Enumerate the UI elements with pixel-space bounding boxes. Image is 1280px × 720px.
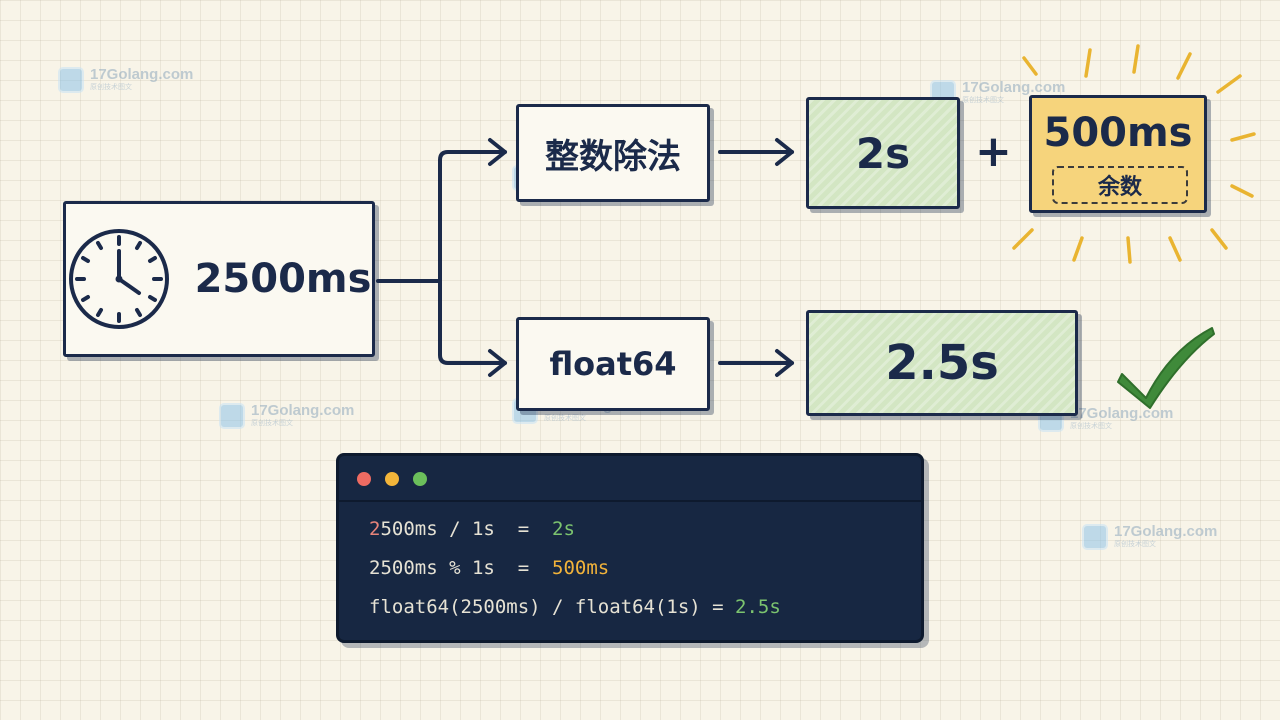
close-dot-icon [357, 472, 371, 486]
arrow-icon [775, 349, 794, 377]
code-line-3: float64(2500ms) / float64(1s) = 2.5s [369, 596, 781, 618]
checkmark-icon [1117, 327, 1215, 409]
remainder-result-box: 500ms 余数 [1029, 95, 1207, 213]
watermark-site: 17Golang.com [90, 66, 194, 83]
watermark-tag: 原创技术图文 [251, 419, 293, 427]
watermark-1: 17Golang.com 原创技术图文 [58, 67, 193, 93]
float64-label: float64 [549, 345, 677, 383]
float64-box: float64 [516, 317, 710, 411]
seconds-result-box: 2s [806, 97, 960, 209]
minimize-dot-icon [385, 472, 399, 486]
maximize-dot-icon [413, 472, 427, 486]
integer-division-box: 整数除法 [516, 104, 710, 202]
arrow-icon [775, 138, 794, 166]
code-line-2-expr: 2500ms % 1s = [369, 557, 553, 579]
branch-down-line [438, 279, 507, 365]
clock-icon [68, 229, 169, 329]
watermark-site: 17Golang.com [1114, 523, 1218, 540]
watermark-site: 17Golang.com [251, 402, 355, 419]
float-result-box: 2.5s [806, 310, 1078, 416]
watermark-logo-icon [1082, 524, 1108, 550]
arrow-icon [488, 138, 507, 166]
code-line-2-result: 500ms [552, 557, 610, 579]
watermark-site: 17Golang.com [1070, 405, 1174, 422]
source-duration-box: 2500ms [63, 201, 375, 357]
code-line-1-result: 2s [552, 518, 575, 540]
code-line-1-expr: 500ms / 1s = [380, 518, 553, 540]
code-line-3-expr: float64(2500ms) / float64(1s) = [369, 596, 736, 618]
watermark-3: 17Golang.com 原创技术图文 [219, 403, 354, 429]
watermark-tag: 原创技术图文 [1070, 422, 1112, 430]
arrow-icon [488, 349, 507, 377]
watermark-tag: 原创技术图文 [90, 83, 132, 91]
watermark-logo-icon [219, 403, 245, 429]
watermark-tag: 原创技术图文 [1114, 540, 1156, 548]
source-duration-label: 2500ms [194, 256, 372, 302]
remainder-result-label: 500ms [1043, 110, 1193, 156]
watermark-site: 17Golang.com [962, 79, 1066, 96]
code-line-1-expr-head: 2 [369, 518, 381, 540]
terminal-title-bar [339, 456, 921, 502]
integer-division-label: 整数除法 [545, 136, 681, 177]
sunburst-icon [1012, 44, 1256, 264]
float-result-label: 2.5s [885, 335, 999, 391]
plus-sign: + [975, 126, 1012, 177]
code-line-3-result: 2.5s [735, 596, 781, 618]
watermark-5: 17Golang.com 原创技术图文 [1082, 524, 1217, 550]
code-line-1: 2500ms / 1s = 2s [369, 518, 575, 540]
seconds-result-label: 2s [855, 128, 911, 178]
remainder-tag: 余数 [1052, 166, 1188, 204]
watermark-logo-icon [58, 67, 84, 93]
watermark-tag: 原创技术图文 [962, 96, 1004, 104]
remainder-tag-label: 余数 [1097, 175, 1142, 200]
branch-up-line [438, 150, 507, 283]
watermark-tag: 原创技术图文 [544, 414, 586, 422]
code-line-2: 2500ms % 1s = 500ms [369, 557, 609, 579]
code-terminal: 2500ms / 1s = 2s 2500ms % 1s = 500ms flo… [336, 453, 924, 643]
